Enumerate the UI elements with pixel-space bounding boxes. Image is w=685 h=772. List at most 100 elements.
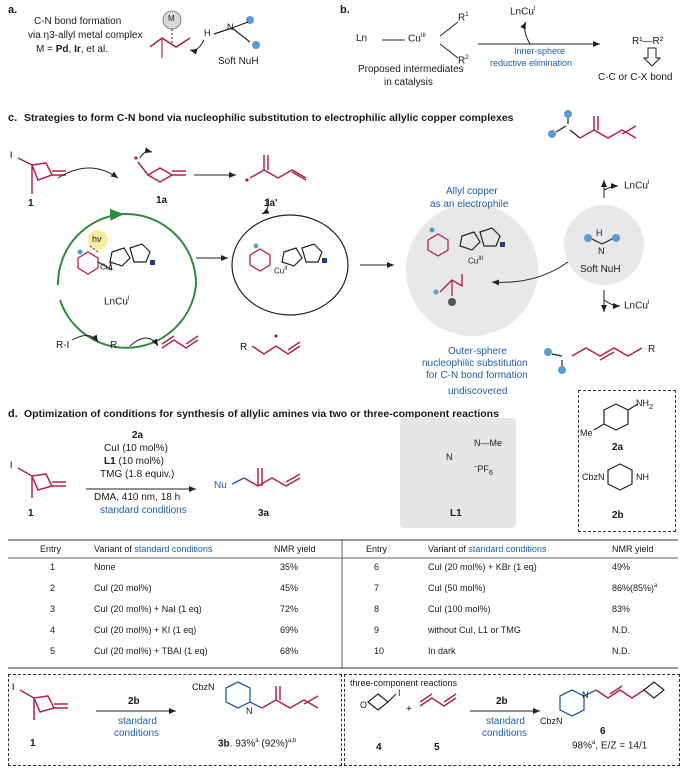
label-compound-4: 4 [376, 742, 382, 753]
soft-nuh-molecule [584, 234, 620, 245]
bottom-right-reagent: 2b [496, 696, 508, 707]
cuii-label: CuII [274, 266, 288, 276]
table-cell-yield: 49% [612, 562, 631, 572]
6-yield: 98%a, E/Z = 14/1 [572, 740, 647, 751]
reagents-2a-2b-box [578, 390, 676, 532]
product-3b-structure [225, 681, 319, 709]
bottom-left-cond1: standard [118, 716, 157, 727]
bottom-left-compound-1 [19, 689, 68, 720]
lncu-out2-symbol: LnCu [624, 300, 648, 312]
table-cell-yield: N.D. [612, 646, 630, 656]
6-ez: , E/Z = 14/1 [595, 740, 648, 752]
outer-sphere-line2: nucleophilic substitution [422, 358, 528, 369]
l1-pf: PF [477, 464, 489, 474]
cond-l1: L1 (10 mol%) [104, 456, 164, 467]
cond-cui: CuI (10 mol%) [104, 443, 168, 454]
oxetane-iodide-4 [367, 693, 397, 711]
table-cell-entry: 1 [50, 562, 56, 572]
panel-a-line1: C-N bond formation [34, 16, 122, 27]
lncu-out1-symbol: LnCu [624, 180, 648, 192]
r2-sup: 2 [465, 55, 469, 61]
lncu-sup: I [533, 6, 536, 12]
table-cell-entry: 10 [374, 646, 385, 656]
2a-nh2: NH2 [636, 398, 653, 411]
iodide-label-i: I [10, 150, 13, 160]
cycle-lncu-label: LnCuI [104, 296, 130, 307]
light-hv: hv [92, 234, 102, 244]
cond-standard: standard conditions [100, 505, 187, 516]
l1-counterion: –PF6 [474, 464, 493, 477]
plus-sign: + [406, 704, 412, 715]
product-6-structure [559, 681, 665, 717]
cu-oxidation: III [420, 33, 426, 39]
branched-allylic-amine [548, 110, 637, 139]
undiscovered-label: undiscovered [448, 386, 508, 397]
metal-pd: Pd [55, 44, 69, 55]
th-variant-left-a: Variant of [94, 544, 135, 554]
l1-n-atom: N [446, 452, 453, 462]
2a-methyl: Me [580, 428, 593, 438]
bottom-left-cmp1: 1 [30, 738, 36, 749]
lncu-release-top: LnCuI [624, 180, 650, 191]
panel-b-label: b. [340, 4, 350, 16]
linear-product-r: R [648, 344, 656, 355]
cond-l1-bold: L1 [104, 456, 116, 467]
panel-d-iodide-i: I [10, 460, 13, 470]
th-variant-right-a: Variant of [428, 544, 469, 554]
th-variant-left-b: standard conditions [134, 544, 213, 554]
allyl-copper-title2: as an electrophile [430, 199, 509, 210]
bottom-left-reagent: 2b [128, 696, 140, 707]
bottom-left-box [8, 674, 342, 766]
curved-arrow-1a-prime-down [261, 197, 270, 215]
allyl-radical-bottom [251, 334, 301, 355]
bottom-right-cond1: standard [486, 716, 525, 727]
lncu-release-down [603, 299, 621, 309]
cond-reagent-2a: 2a [132, 430, 144, 441]
6-cbzn: CbzN [540, 716, 563, 726]
panel-a-sep: , [68, 44, 75, 55]
3b-yield-b: (92%) [258, 738, 289, 750]
table-cell-yield: 72% [280, 604, 299, 614]
panel-b-ln: Ln [356, 33, 368, 44]
panel-b-caption2: in catalysis [384, 77, 433, 88]
panel-a-label: a. [8, 4, 18, 16]
cycle-lncu-symbol: LnCu [104, 296, 128, 308]
table-cell-entry: 4 [50, 625, 56, 635]
three-component-title: three-component reactions [350, 678, 458, 688]
panel-b-r2: R2 [458, 55, 469, 66]
lncu-out1-sup: I [647, 180, 650, 186]
table-cell-variant: CuI (20 mol%) + KBr (1 eq) [428, 562, 537, 572]
table-cell-entry: 9 [374, 625, 380, 635]
panel-a-soft-nuh: Soft NuH [218, 56, 259, 67]
panel-a-m-prefix: M = [36, 44, 56, 55]
cycle-cu-symbol: Cu [100, 262, 111, 272]
metal-ir: Ir [74, 44, 81, 55]
cuiii-sup: III [478, 256, 484, 262]
compound-2a-structure [593, 403, 639, 431]
r2-symbol: R [458, 55, 466, 67]
panel-c-compound-1 [17, 157, 66, 194]
6-yield-sup: a [592, 740, 596, 746]
label-compound-6: 6 [600, 726, 606, 737]
panel-b-caption1: Proposed intermediates [358, 64, 464, 75]
r-i-label: R-I [56, 340, 70, 351]
table-cell-entry: 2 [50, 583, 56, 593]
panel-a-line2: via η3-allyl metal complex [28, 30, 143, 41]
cuiii-symbol: Cu [468, 256, 479, 266]
2b-cbzn: CbzN [582, 472, 605, 482]
ligand-l1-box [400, 418, 516, 528]
panel-d-compound-3a [231, 468, 301, 487]
cuiii-label: CuIII [468, 256, 483, 266]
allyl-copper-circle [406, 204, 538, 336]
lncu-out2-sup: I [647, 300, 650, 306]
r-radical-label: R [110, 340, 118, 351]
nuh-h-atom: H [204, 28, 211, 38]
table-cell-entry: 5 [50, 646, 56, 656]
table-cell-yield: 35% [280, 562, 299, 572]
panel-a-nuh [213, 16, 260, 49]
panel-c-compound-1a-prime [245, 155, 307, 182]
table-cell-entry: 3 [50, 604, 56, 614]
cuii-symbol: Cu [274, 266, 285, 276]
cu-symbol: Cu [408, 33, 421, 45]
panel-b-arrow-line2: reductive elimination [490, 58, 573, 68]
